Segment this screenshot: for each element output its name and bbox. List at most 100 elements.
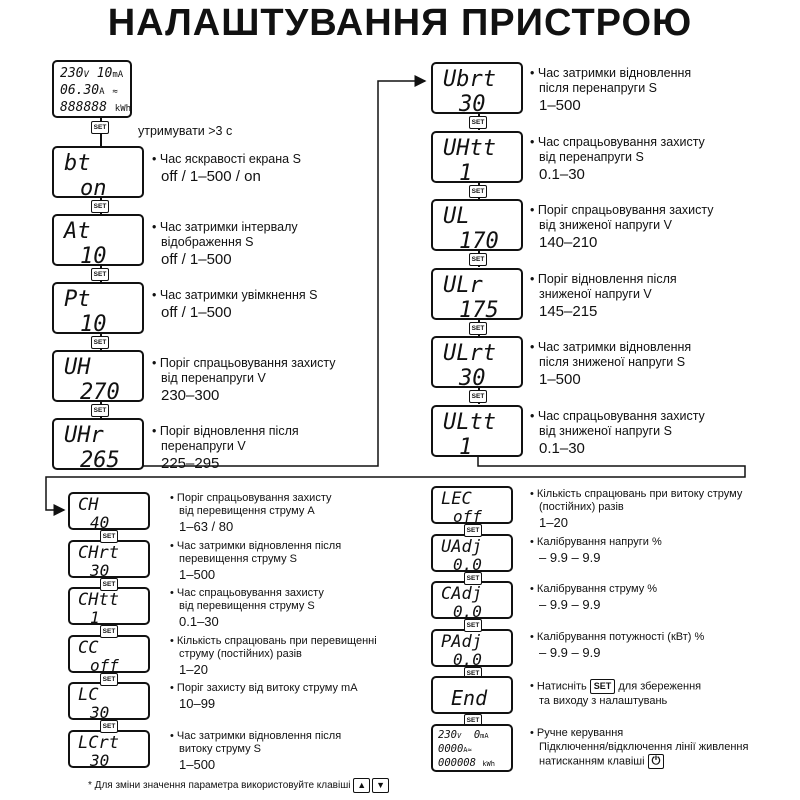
screen-value: 30 [459,366,486,388]
manual-voltage: 230 [438,728,457,741]
set-button[interactable]: SET [469,390,487,403]
manual-current-unit: mA [480,731,489,740]
ac-wave-icon: ≈ [467,745,472,754]
screen-code: UAdj [441,536,482,557]
set-button[interactable]: SET [100,577,118,591]
set-button[interactable]: SET [469,321,487,335]
screen-value: 30 [90,560,110,578]
screen-code: CHtt [78,590,119,610]
description-line: Поріг спрацьовування захисту [170,492,332,505]
description-line: перевищення струму S [179,552,297,565]
value-range: – 9.9 – 9.9 [539,597,601,612]
screen-value: 10 [80,312,107,334]
set-button[interactable]: SET [91,268,109,281]
screen-code: CH [78,495,99,515]
set-button[interactable]: SET [91,200,109,213]
description-line: витоку струму S [179,742,262,755]
footnote: * Для зміни значення параметра використо… [88,778,390,793]
description-line: Час затримки інтервалу [152,220,298,235]
manual-energy-unit: kWh [482,759,495,768]
screen-code: ULtt [443,409,496,435]
screen-code: Ubrt [443,67,496,92]
value-range: 10–99 [179,696,216,711]
col3-description-1: Час затримки відновлення післяперевищенн… [170,540,341,583]
set-button[interactable]: SET [469,253,487,266]
screen-code: UL [443,204,470,229]
col4-description-3: Калібрування потужності (кВт) %– 9.9 – 9… [530,631,704,661]
description-line: Час затримки відновлення після [170,730,341,743]
end-screen: End [431,676,513,714]
description-line: Час затримки відновлення [530,66,691,81]
set-button[interactable]: SET [464,619,482,632]
value-range: off / 1–500 / on [161,168,261,185]
col4-description-1: Калібрування напруги %– 9.9 – 9.9 [530,536,662,566]
set-button[interactable]: SET [100,625,118,638]
description-line: Калібрування напруги % [530,536,662,549]
set-key-icon[interactable]: SET [589,679,616,694]
up-arrow-icon[interactable]: ▲ [353,778,371,793]
value-range: 0.1–30 [179,614,219,629]
screen-code: UH [64,355,91,380]
manual-desc-line: Підключення/відключення лінії живлення [539,740,749,753]
screen-value: 0.0 [453,554,482,572]
set-button[interactable]: SET [469,116,487,129]
description-line: перенапруги V [161,439,246,453]
page-title: НАЛАШТУВАННЯ ПРИСТРОЮ [107,2,693,44]
value-range: 1–20 [539,515,568,530]
set-button[interactable]: SET [469,184,487,198]
manual-current2-unit: A [463,745,468,754]
set-button[interactable]: SET [464,571,482,585]
value-range: 230–300 [161,387,220,404]
set-button[interactable]: SET [464,524,482,537]
manual-desc-line3: натисканням клавіші ⏻ [539,753,748,769]
set-button[interactable]: SET [91,121,109,134]
set-button[interactable]: SET [91,404,109,417]
description-line: Час затримки увімкнення S [152,288,318,303]
value-range: – 9.9 – 9.9 [539,549,601,565]
value-range: off / 1–500 [161,251,232,268]
description-line: Кількість спрацювань при перевищенні [170,635,377,648]
description-line: Поріг спрацьовування захисту [530,203,714,218]
screen-value: 30 [459,92,486,114]
screen-code: UHr [64,423,104,448]
power-icon[interactable]: ⏻ [647,753,665,769]
screen-value: 30 [90,750,110,768]
main-display-screen: 230V 10mA 06.30A ≈ 888888 kWh [52,60,132,118]
screen-code: ULr [443,272,483,298]
value-range: 1–500 [539,371,581,388]
set-button[interactable]: SET [100,720,118,733]
set-button[interactable]: SET [100,530,118,543]
down-arrow-icon[interactable]: ▼ [372,778,390,793]
description-line: Час спрацьовування захисту [530,409,705,424]
description-line: Поріг спрацьовування захисту [152,356,336,371]
description-line: від перенапруги V [161,371,266,385]
value-range: 140–210 [539,234,598,251]
manual-desc-line: Ручне керування [530,726,748,740]
connector-col2-to-col3 [45,456,746,516]
set-button[interactable]: SET [91,336,109,349]
main-current: 10 [96,66,113,81]
description-line: від зниженої напруги S [539,423,672,438]
screen-code: ULrt [443,341,496,366]
col3-description-3: Кількість спрацювань при перевищенністру… [170,635,377,678]
description-line: від перевищення струму S [179,600,315,612]
main-current2-unit: A [99,87,105,97]
screen-code: At [64,219,91,244]
set-button[interactable]: SET [100,672,118,686]
description-line: Кількість спрацювань при витоку струму [530,488,742,501]
screen-code: LCrt [78,732,119,753]
col4-description-0: Кількість спрацювань при витоку струму(п… [530,488,742,531]
